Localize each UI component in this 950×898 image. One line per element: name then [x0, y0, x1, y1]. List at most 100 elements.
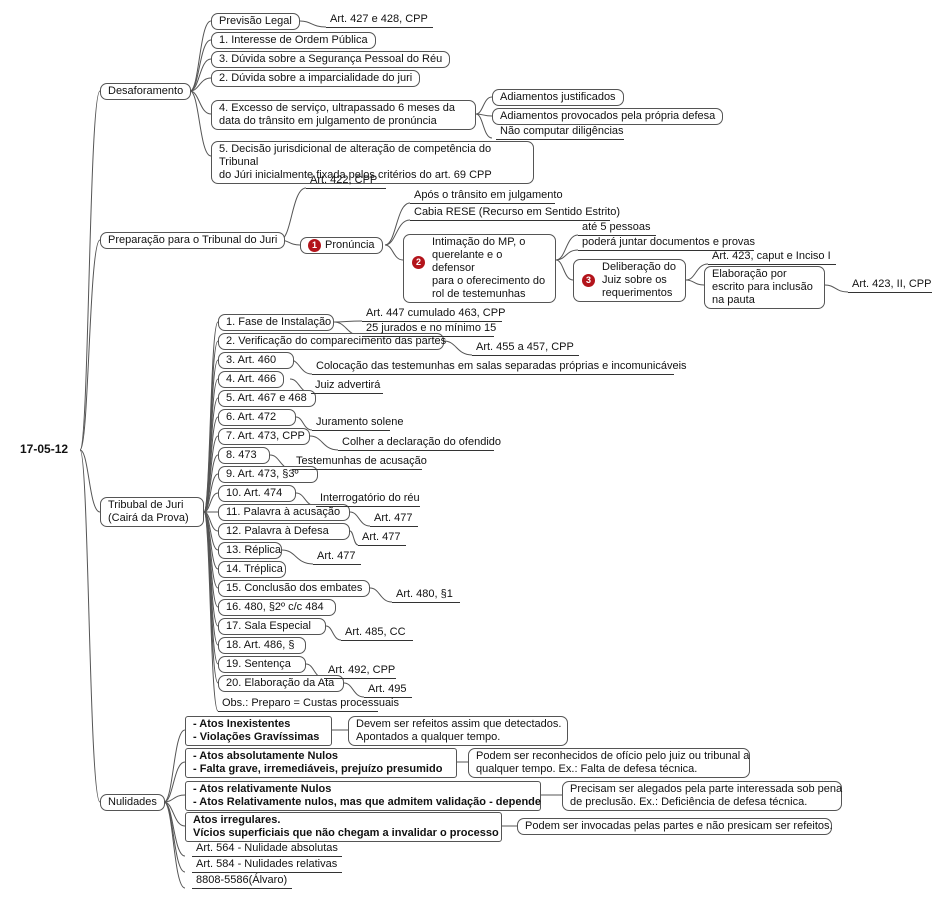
desaforamento-item-2[interactable]: 2. Dúvida sobre a imparcialidade do juri: [211, 70, 421, 87]
branch-tribunal[interactable]: Tribubal de Juri (Cairá da Prova): [100, 497, 204, 527]
tribunal-step-10[interactable]: 10. Art. 474: [218, 485, 296, 502]
preparacao-pronuncia[interactable]: 1 Pronúncia: [300, 237, 383, 254]
acusacao-art-477[interactable]: Art. 477: [370, 512, 418, 527]
root-topic[interactable]: 17-05-12: [20, 442, 69, 456]
tribunal-step-13[interactable]: 13. Réplica: [218, 542, 282, 559]
art-460-testemunhas[interactable]: Colocação das testemunhas em salas separ…: [312, 360, 687, 375]
nulidades-inexistentes[interactable]: - Atos Inexistentes - Violações Gravíssi…: [185, 716, 332, 746]
tribunal-step-20[interactable]: 20. Elaboração da Ata: [218, 675, 344, 692]
tribunal-step-6[interactable]: 6. Art. 472: [218, 409, 296, 426]
absolutos-line-2: - Falta grave, irremediáveis, prejuízo p…: [193, 763, 443, 775]
connector: [555, 234, 579, 261]
tribunal-step-9[interactable]: 9. Art. 473, §3º: [218, 466, 318, 483]
tribunal-step-16[interactable]: 16. 480, §2º c/c 484: [218, 599, 336, 616]
connector: [475, 96, 493, 115]
pronuncia-apos-transito[interactable]: Após o trânsito em julgamento: [410, 189, 563, 204]
intimacao-ate-5[interactable]: até 5 pessoas: [578, 221, 656, 236]
previsao-legal-ref[interactable]: Art. 427 e 428, CPP: [326, 13, 433, 28]
branch-preparacao[interactable]: Preparação para o Tribunal do Juri: [100, 232, 286, 249]
intimacao-line-4: rol de testemunhas: [432, 288, 526, 300]
ata-art-495[interactable]: Art. 495: [364, 683, 412, 698]
desaforamento-previsao-legal[interactable]: Previsão Legal: [211, 13, 300, 30]
item-4-adiamentos-justificados[interactable]: Adiamentos justificados: [492, 89, 624, 106]
item-4-nao-computar[interactable]: Não computar diligências: [496, 125, 624, 140]
intimacao-podera-juntar[interactable]: poderá juntar documentos e provas: [578, 236, 755, 251]
fase-instalacao-art-447[interactable]: Art. 447 cumulado 463, CPP: [362, 307, 505, 322]
inexistentes-line-2: - Violações Gravíssimas: [193, 731, 320, 743]
inexistentes-line-1: - Atos Inexistentes: [193, 718, 291, 730]
branch-nulidades[interactable]: Nulidades: [100, 794, 165, 811]
desaforamento-item-3[interactable]: 3. Dúvida sobre a Segurança Pessoal do R…: [211, 51, 451, 68]
defesa-art-477[interactable]: Art. 477: [358, 531, 406, 546]
nulidades-absolutos[interactable]: - Atos absolutamente Nulos - Falta grave…: [185, 748, 457, 778]
fase-instalacao-jurados[interactable]: 25 jurados e no mínimo 15: [362, 322, 496, 337]
conclusao-art-480[interactable]: Art. 480, §1: [392, 588, 460, 603]
elaboracao-line-3: na pauta: [712, 294, 755, 306]
preparacao-art-422[interactable]: Art. 422, CPP: [306, 174, 386, 189]
relativos-line-1: - Atos relativamente Nulos: [193, 783, 332, 795]
tribunal-step-1[interactable]: 1. Fase de Instalação: [218, 314, 334, 331]
tribunal-step-7[interactable]: 7. Art. 473, CPP: [218, 428, 310, 445]
connector: [163, 761, 186, 803]
deliberacao-art-423-caput[interactable]: Art. 423, caput e Inciso I: [708, 250, 836, 265]
nulidades-art-564[interactable]: Art. 564 - Nulidade absolutas: [192, 842, 342, 857]
intimacao-line-2: querelante e o defensor: [432, 249, 503, 274]
tribunal-step-14[interactable]: 14. Tréplica: [218, 561, 286, 578]
connector: [299, 20, 327, 28]
priority-3-icon: 3: [582, 274, 595, 287]
connector: [189, 77, 212, 92]
desaforamento-item-5[interactable]: 5. Decisão jurisdicional de alteração de…: [211, 141, 534, 184]
desaforamento-item-1[interactable]: 1. Interesse de Ordem Pública: [211, 32, 376, 49]
inexistentes-detail-line-2: Apontados a qualquer tempo.: [356, 731, 501, 743]
tribunal-step-5[interactable]: 5. Art. 467 e 468: [218, 390, 316, 407]
tribunal-step-19[interactable]: 19. Sentença: [218, 656, 306, 673]
tribunal-step-12[interactable]: 12. Palavra à Defesa: [218, 523, 350, 540]
pronuncia-cabia-rese[interactable]: Cabia RESE (Recurso em Sentido Estrito): [410, 206, 620, 221]
tribunal-step-18[interactable]: 18. Art. 486, §: [218, 637, 306, 654]
tribunal-step-8[interactable]: 8. 473: [218, 447, 270, 464]
deliberacao-line-3: requerimentos: [602, 287, 673, 299]
nulidades-phone[interactable]: 8808-5586(Álvaro): [192, 874, 292, 889]
connector: [475, 113, 493, 139]
item-4-line-1: 4. Excesso de serviço, ultrapassado 6 me…: [219, 102, 456, 114]
irregulares-detail[interactable]: Podem ser invocadas pelas partes e não p…: [517, 818, 833, 835]
replica-art-477[interactable]: Art. 477: [313, 550, 361, 565]
desaforamento-item-4[interactable]: 4. Excesso de serviço, ultrapassado 6 me…: [211, 100, 476, 130]
priority-1-icon: 1: [308, 239, 321, 252]
tribunal-step-17[interactable]: 17. Sala Especial: [218, 618, 326, 635]
connector: [349, 530, 359, 546]
nulidades-art-584[interactable]: Art. 584 - Nulidades relativas: [192, 858, 342, 873]
tribunal-step-15[interactable]: 15. Conclusão dos embates: [218, 580, 370, 597]
art-474-interrogatorio[interactable]: Interrogatório do réu: [316, 492, 420, 507]
art-473-ofendido[interactable]: Colher a declaração do ofendido: [338, 436, 501, 451]
nulidades-irregulares[interactable]: Atos irregulares. Vícios superficiais qu…: [185, 812, 502, 842]
absolutos-detail[interactable]: Podem ser reconhecidos de ofício pelo ju…: [468, 748, 750, 778]
absolutos-detail-line-2: qualquer tempo. Ex.: Falta de defesa téc…: [476, 763, 698, 775]
tribunal-step-3[interactable]: 3. Art. 460: [218, 352, 294, 369]
sala-especial-art-485[interactable]: Art. 485, CC: [341, 626, 413, 641]
connector: [79, 449, 101, 803]
tribunal-obs[interactable]: Obs.: Preparo = Custas processuais: [218, 697, 399, 712]
deliberacao-elaboracao[interactable]: Elaboração por escrito para inclusão na …: [704, 266, 825, 309]
pronuncia-label: Pronúncia: [325, 239, 375, 251]
tribunal-step-2[interactable]: 2. Verificação do comparecimento das par…: [218, 333, 446, 350]
art-466-juiz[interactable]: Juiz advertirá: [311, 379, 383, 394]
branch-desaforamento[interactable]: Desaforamento: [100, 83, 192, 100]
relativos-detail[interactable]: Precisam ser alegados pela parte interes…: [562, 781, 842, 811]
inexistentes-detail[interactable]: Devem ser refeitos assim que detectados.…: [348, 716, 568, 746]
tribunal-step-11[interactable]: 11. Palavra à acusação: [218, 504, 350, 521]
item-4-adiamentos-defesa[interactable]: Adiamentos provocados pela própria defes…: [492, 108, 724, 125]
art-473-acusacao[interactable]: Testemunhas de acusação: [292, 455, 427, 470]
sentenca-art-492[interactable]: Art. 492, CPP: [324, 664, 396, 679]
elaboracao-art-423-ii[interactable]: Art. 423, II, CPP: [848, 278, 932, 293]
intimacao-deliberacao[interactable]: 3 Deliberação do Juiz sobre os requerime…: [573, 259, 686, 302]
verificacao-art-455[interactable]: Art. 455 a 457, CPP: [472, 341, 579, 356]
tribunal-step-4[interactable]: 4. Art. 466: [218, 371, 284, 388]
connector: [189, 39, 212, 92]
art-472-juramento[interactable]: Juramento solene: [312, 416, 403, 431]
pronuncia-intimacao[interactable]: 2 Intimação do MP, o querelante e o defe…: [403, 234, 556, 303]
item-4-line-2: data do trânsito em julgamento de pronún…: [219, 115, 437, 127]
connector: [384, 202, 411, 246]
nulidades-relativos[interactable]: - Atos relativamente Nulos - Atos Relati…: [185, 781, 541, 811]
connector: [281, 549, 314, 565]
